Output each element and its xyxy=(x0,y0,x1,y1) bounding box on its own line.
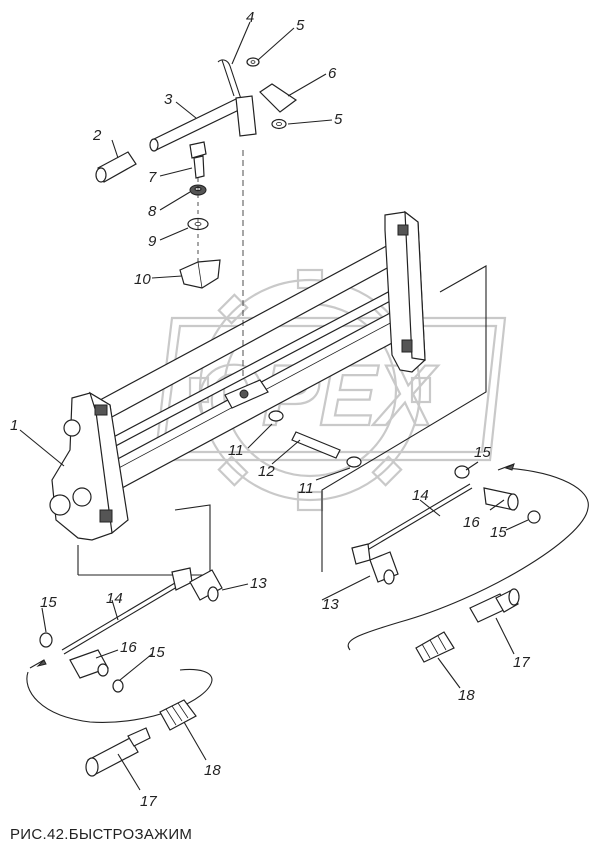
label-part-13-left: 13 xyxy=(250,575,267,592)
part-6-bracket xyxy=(235,83,298,137)
label-part-14-right: 14 xyxy=(412,487,429,504)
label-part-5-top: 5 xyxy=(296,17,305,34)
label-part-17-left: 17 xyxy=(140,793,157,810)
label-part-8: 8 xyxy=(148,203,157,220)
label-part-12: 12 xyxy=(258,463,275,480)
label-part-15-right-top: 15 xyxy=(474,444,491,461)
label-part-5-lower: 5 xyxy=(334,111,343,128)
label-part-16-right: 16 xyxy=(463,514,480,531)
label-part-15-right-lower: 15 xyxy=(490,524,507,541)
label-part-16-left: 16 xyxy=(120,639,137,656)
label-part-2: 2 xyxy=(92,127,102,144)
label-part-18-right: 18 xyxy=(458,687,475,704)
label-part-13-right: 13 xyxy=(322,596,339,613)
frame-assembly xyxy=(49,150,426,541)
label-part-11-right: 11 xyxy=(298,480,314,497)
left-latch-assembly xyxy=(26,504,223,777)
callout-labels: 1 2 3 4 5 5 6 7 8 9 10 11 11 12 13 13 14… xyxy=(10,9,530,810)
part-2-bushing xyxy=(95,151,137,183)
figure-caption: РИС.42.БЫСТРОЗАЖИМ xyxy=(10,826,193,843)
label-part-7: 7 xyxy=(148,169,157,186)
part-11-washers xyxy=(268,410,362,468)
label-part-17-right: 17 xyxy=(513,654,530,671)
label-part-18-left: 18 xyxy=(204,762,221,779)
label-part-10: 10 xyxy=(134,271,151,288)
right-latch-assembly xyxy=(321,265,589,663)
label-part-4: 4 xyxy=(246,9,254,26)
part-4-cotter-pin xyxy=(217,59,243,103)
label-part-15-left-top: 15 xyxy=(40,594,57,611)
part-3-rod xyxy=(149,97,244,152)
label-part-9: 9 xyxy=(148,233,157,250)
part-5-washers xyxy=(246,57,287,130)
part-7-bolt xyxy=(189,141,207,179)
label-part-3: 3 xyxy=(164,91,173,108)
part-10-plate xyxy=(179,259,221,289)
leader-lines xyxy=(19,21,529,791)
label-part-6: 6 xyxy=(328,65,337,82)
label-part-11-left: 11 xyxy=(228,442,244,459)
part-12-pin xyxy=(291,431,341,459)
label-part-15-left-lower: 15 xyxy=(148,644,165,661)
label-part-14-left: 14 xyxy=(106,590,123,607)
label-part-1: 1 xyxy=(10,417,18,434)
